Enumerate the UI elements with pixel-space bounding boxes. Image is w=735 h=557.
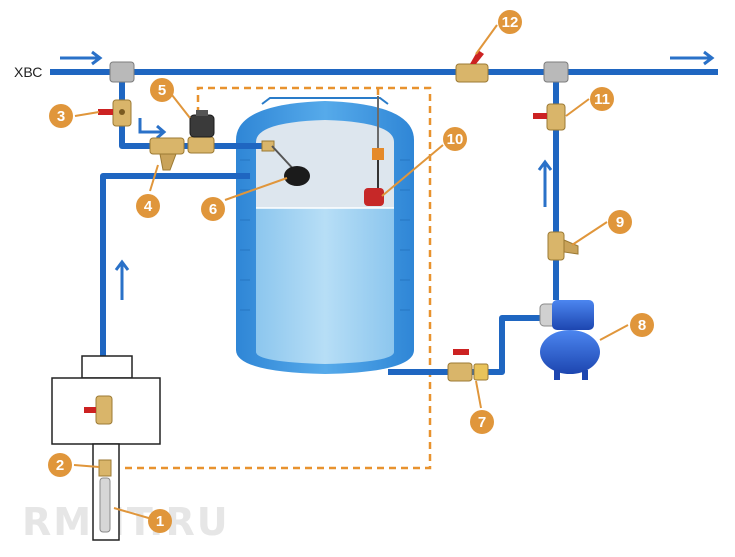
callout-12: 12 (498, 10, 522, 34)
callout-7: 7 (470, 410, 494, 434)
ball-valve-icon (98, 99, 132, 127)
tank-outlet-pipe (388, 315, 540, 375)
callout-2: 2 (48, 453, 72, 477)
svg-text:3: 3 (57, 108, 65, 125)
main-pipe-label: ХВС (14, 64, 42, 80)
float-valve-icon (261, 140, 310, 186)
pumping-station-icon (539, 300, 600, 380)
watermark: RMNT.RU (22, 500, 230, 544)
tank-inlet-pipe (119, 72, 265, 149)
callout-6: 6 (201, 197, 225, 221)
callout-1: 1 (148, 509, 172, 533)
solenoid-valve-icon (187, 110, 215, 154)
svg-text:7: 7 (478, 414, 486, 431)
borehole (92, 443, 120, 541)
callout-11: 11 (590, 87, 614, 111)
svg-text:11: 11 (594, 91, 610, 108)
storage-tank (236, 97, 414, 374)
ball-valve-icon (455, 50, 489, 83)
float-switch-icon (364, 96, 384, 206)
callout-8: 8 (630, 313, 654, 337)
leader-lines (73, 24, 629, 520)
well-head (51, 355, 161, 445)
ball-valve-icon (447, 349, 489, 382)
ball-valve-icon (95, 395, 113, 425)
borehole-pump-icon (99, 477, 111, 533)
svg-text:12: 12 (502, 14, 519, 31)
callout-4: 4 (136, 194, 160, 218)
tee-fitting-icon (109, 61, 135, 83)
tee-fitting-icon (543, 61, 569, 83)
callout-5: 5 (150, 78, 174, 102)
svg-text:8: 8 (638, 317, 646, 334)
callout-3: 3 (49, 104, 73, 128)
svg-text:1: 1 (156, 513, 164, 530)
callout-10: 10 (443, 127, 467, 151)
svg-text:5: 5 (158, 82, 166, 99)
flow-arrows (60, 50, 715, 300)
well-riser-pipe (100, 173, 250, 428)
tank-air-space (256, 120, 394, 208)
svg-text:10: 10 (447, 131, 464, 148)
y-strainer-icon (149, 137, 185, 171)
svg-text:9: 9 (616, 214, 624, 231)
tank-water (256, 208, 394, 364)
svg-text:6: 6 (209, 201, 217, 218)
svg-text:2: 2 (56, 457, 64, 474)
check-valve-icon (98, 459, 112, 477)
ball-valve-icon (533, 103, 566, 131)
signal-cable (120, 86, 432, 470)
check-valve-icon (473, 363, 489, 381)
y-strainer-icon (547, 231, 579, 261)
svg-text:4: 4 (144, 198, 153, 215)
callout-9: 9 (608, 210, 632, 234)
